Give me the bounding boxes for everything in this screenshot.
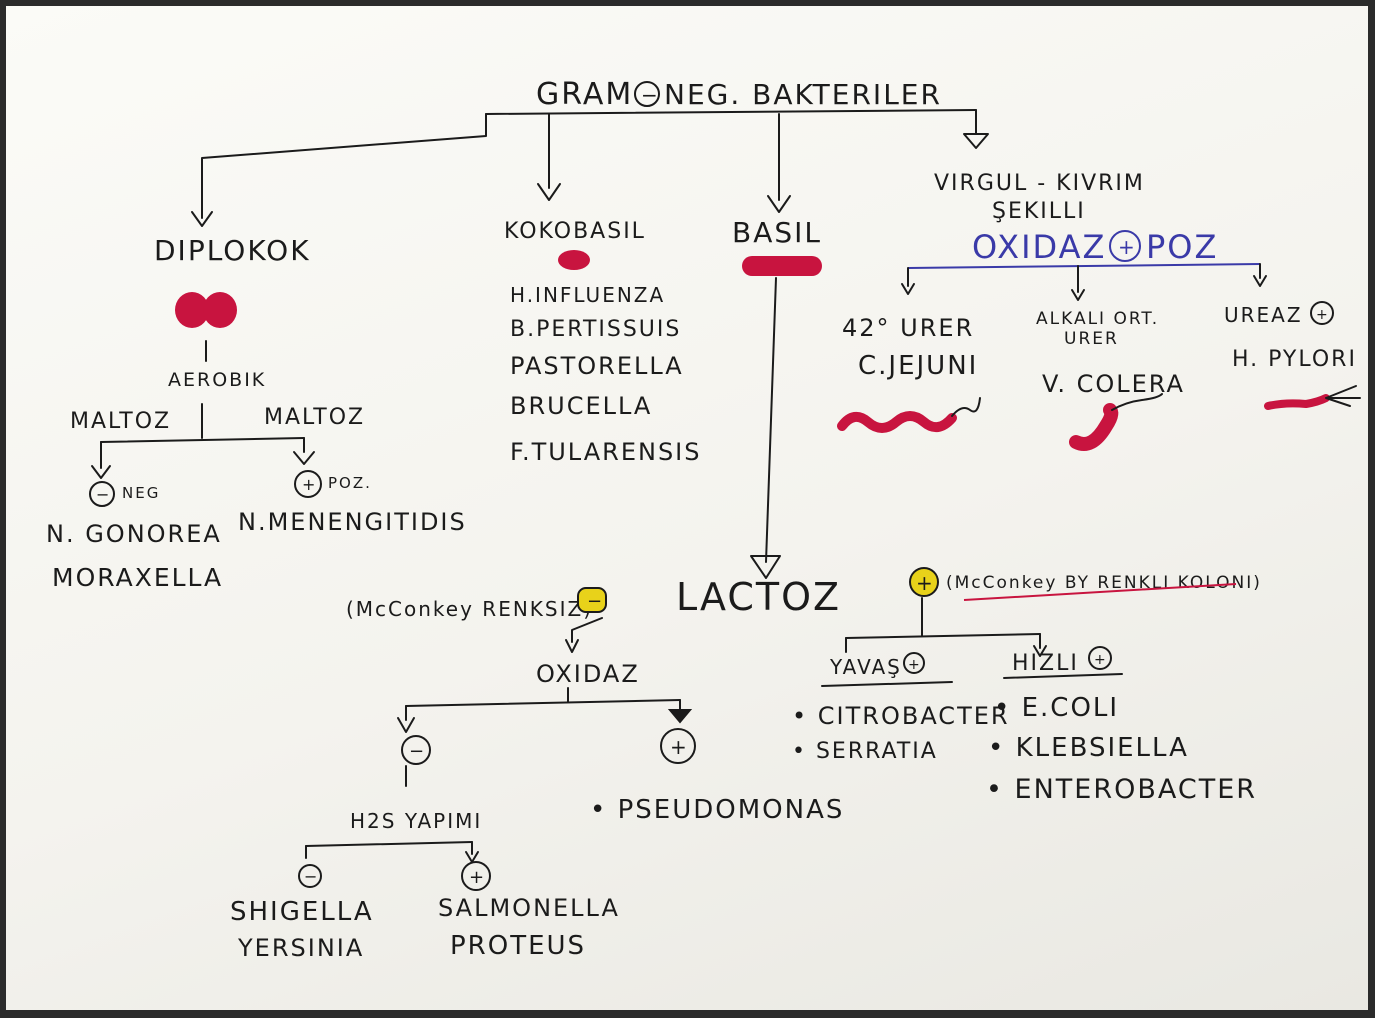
species-c-jejuni: C.JEJUNI: [858, 351, 978, 381]
species-pseudomonas: • PSEUDOMONAS: [590, 795, 844, 825]
comma-bacterium-icon: [1069, 403, 1119, 451]
oxidaz-pos-sign: +: [670, 735, 689, 759]
branch-42-urer: 42° URER: [842, 314, 974, 342]
diagram-title: GRAM − NEG. BAKTERILER: [536, 77, 942, 112]
minus-box-icon: [577, 587, 607, 613]
title-sign: −: [641, 83, 660, 107]
diplokok-pos-sign: +: [302, 475, 317, 494]
virgul-label-line2: ŞEKILLI: [992, 199, 1086, 224]
species-h-pylori: H. PYLORI: [1232, 347, 1357, 372]
diplococcus-icon: [175, 292, 237, 328]
ureaz-sign: +: [1316, 307, 1330, 323]
maltoz-right-label: MALTOZ: [264, 405, 365, 430]
lactoz-label: LACTOZ: [676, 575, 841, 619]
maltoz-left-label: MALTOZ: [70, 409, 171, 434]
lactoz-pos-note: (McConkey BY RENKLI KOLONI): [946, 573, 1262, 593]
species-n-menengitidis: N.MENENGITIDIS: [238, 508, 467, 536]
species-moraxella: MORAXELLA: [52, 563, 223, 592]
plus-circle-icon: [660, 728, 696, 764]
yavas-sign: +: [908, 657, 922, 673]
plus-circle-icon: [1088, 646, 1112, 670]
virgul-label-line1: VIRGUL - KIVRIM: [934, 171, 1145, 196]
spiral-bacterium-icon: [837, 411, 957, 433]
title-suffix: NEG. BAKTERILER: [664, 78, 942, 111]
diplokok-pos-label: POZ.: [328, 474, 372, 492]
yavas-group: YAVAŞ + • CITROBACTER • SERRATIA: [792, 652, 1010, 764]
species-e-coli: • E.COLI: [994, 693, 1119, 723]
oxidaz-neg-sign: −: [409, 741, 426, 762]
h2s-neg-sign: −: [304, 867, 319, 886]
hizli-sign: +: [1094, 652, 1108, 668]
species-klebsiella: • KLEBSIELLA: [988, 733, 1189, 763]
title-prefix: GRAM: [536, 77, 633, 112]
lactoz-pos-sign: +: [916, 571, 935, 595]
plus-circle-icon: [1109, 230, 1141, 262]
plus-circle-icon: [294, 470, 322, 498]
basil-label: BASIL: [732, 216, 822, 249]
plus-circle-icon: [461, 861, 491, 891]
branch-alkali-line2: URER: [1064, 329, 1119, 349]
oxidaz-pos-prefix: OXIDAZ: [972, 228, 1106, 266]
hizli-group: HIZLI + • E.COLI • KLEBSIELLA • ENTEROBA…: [986, 646, 1257, 805]
diplokok-neg-sign: −: [96, 485, 111, 504]
species-f-tularensis: F.TULARENSIS: [510, 438, 701, 466]
species-enterobacter: • ENTEROBACTER: [986, 774, 1257, 805]
plus-circle-icon: [903, 652, 925, 674]
diagram-canvas: GRAM − NEG. BAKTERILER DIPLOKOK AEROBIK …: [46, 77, 1361, 962]
virgul-group: VIRGUL - KIVRIM ŞEKILLI OXIDAZ + POZ 42°…: [837, 171, 1361, 451]
bacillus-icon: [742, 256, 822, 276]
species-brucella: BRUCELLA: [510, 392, 652, 420]
species-v-colera: V. COLERA: [1042, 370, 1185, 398]
species-b-pertissuis: B.PERTISSUIS: [510, 317, 681, 342]
diplokok-label: DIPLOKOK: [154, 234, 311, 267]
plus-circle-icon: [909, 567, 939, 597]
lactoz-group: (McConkey RENKSIZ) − LACTOZ + (McConkey …: [346, 567, 1262, 657]
species-salmonella: SALMONELLA: [438, 894, 620, 922]
h2s-pos-sign: +: [469, 867, 486, 888]
kokobasil-label: KOKOBASIL: [504, 219, 646, 244]
hizli-label: HIZLI: [1012, 651, 1079, 676]
oxidaz-label: OXIDAZ: [536, 660, 640, 688]
species-yersinia: YERSINIA: [237, 934, 364, 962]
species-n-gonorea: N. GONOREA: [46, 520, 222, 548]
minus-circle-icon: [634, 81, 660, 107]
lactoz-oxidaz-group: OXIDAZ − + • PSEUDOMONAS H2S YAPIMI − + …: [230, 660, 844, 962]
lactoz-neg-sign: −: [587, 591, 604, 612]
h2s-label: H2S YAPIMI: [350, 809, 482, 833]
species-shigella: SHIGELLA: [230, 897, 374, 927]
basil-group: BASIL: [732, 216, 822, 579]
aerobik-label: AEROBIK: [168, 369, 266, 391]
minus-circle-icon: [401, 735, 431, 765]
minus-circle-icon: [89, 481, 115, 507]
oxidaz-pos-sign: +: [1118, 235, 1137, 259]
species-h-influenza: H.INFLUENZA: [510, 283, 665, 307]
species-serratia: • SERRATIA: [792, 739, 938, 764]
coccobacillus-icon: [558, 250, 590, 270]
species-proteus: PROTEUS: [450, 931, 586, 961]
plus-circle-icon: [1310, 301, 1334, 325]
kokobasil-group: KOKOBASIL H.INFLUENZA B.PERTISSUIS PASTO…: [504, 219, 701, 466]
branch-ureaz: UREAZ: [1224, 303, 1303, 327]
diplokok-group: DIPLOKOK AEROBIK MALTOZ MALTOZ − NEG + P…: [46, 234, 467, 592]
species-citrobacter: • CITROBACTER: [792, 702, 1010, 730]
minus-circle-icon: [298, 864, 322, 888]
pos-note-underline: [963, 583, 1237, 601]
species-pastorella: PASTORELLA: [510, 352, 684, 380]
diplokok-neg-label: NEG: [122, 484, 160, 502]
oxidaz-pos-suffix: POZ: [1146, 228, 1218, 266]
title-connectors: [191, 109, 989, 227]
lactoz-neg-note: (McConkey RENKSIZ): [346, 597, 593, 621]
yavas-label: YAVAŞ: [829, 655, 902, 679]
helical-bacterium-icon: [1264, 394, 1330, 410]
branch-alkali-line1: ALKALI ORT.: [1036, 309, 1159, 329]
paper-sheet: GRAM − NEG. BAKTERILER DIPLOKOK AEROBIK …: [6, 6, 1368, 1010]
